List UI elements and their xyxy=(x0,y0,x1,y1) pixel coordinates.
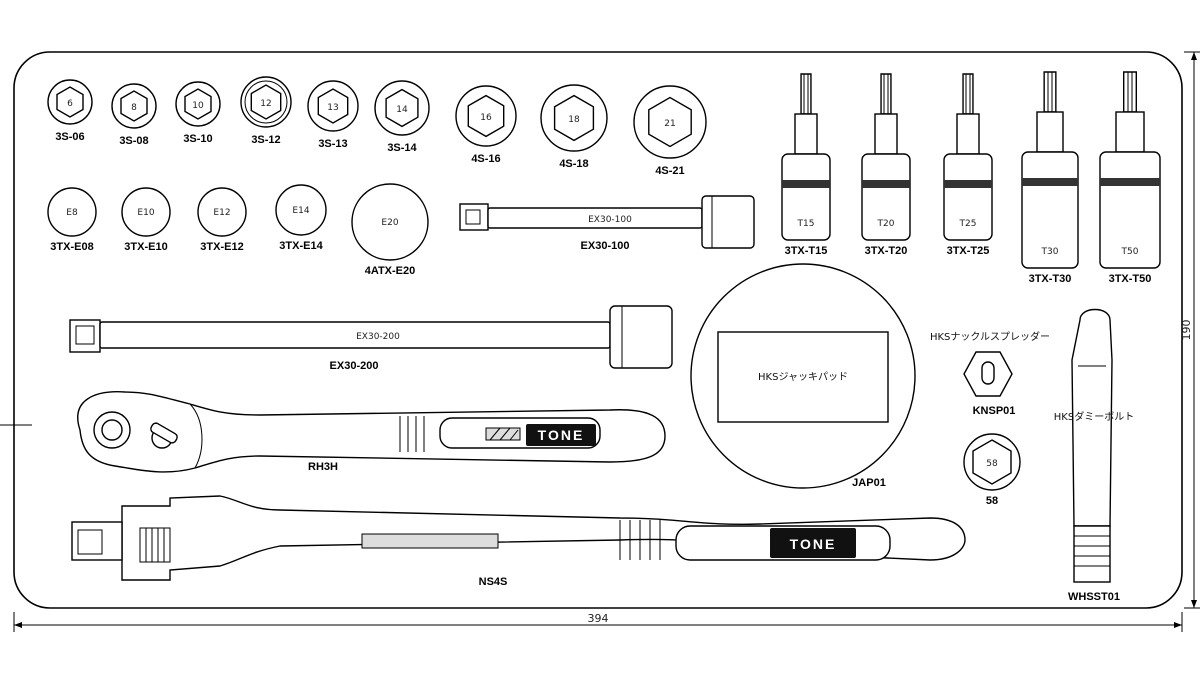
socket-size: E8 xyxy=(66,208,78,218)
torx-bit-t20: T20 3TX-T20 xyxy=(861,73,911,257)
socket-size: 8 xyxy=(131,103,137,113)
ex30-100-label: EX30-100 xyxy=(581,240,630,252)
torx-label: 3TX-T50 xyxy=(1109,273,1152,285)
socket-label: 3TX-E08 xyxy=(50,241,93,253)
socket-row-3s: 6 3S-06 8 3S-08 10 3S-10 12 3S-12 13 3S-13 14 3S-14… xyxy=(47,76,707,177)
socket-size: 6 xyxy=(67,99,73,109)
socket-label: 3S-13 xyxy=(318,138,347,150)
socket-4s-21: 21 4S-21 xyxy=(633,85,707,177)
jack-pad-name: HKSジャッキパッド xyxy=(758,371,848,383)
socket-label: 3S-10 xyxy=(183,133,212,145)
ex30-200-engraving: EX30-200 xyxy=(356,332,400,342)
socket-3tx-e10: E10 3TX-E10 xyxy=(121,187,171,253)
socket-size: 14 xyxy=(396,105,408,115)
socket-label: 4S-18 xyxy=(559,158,588,170)
height-dimension-label: 190 xyxy=(1180,320,1193,341)
torx-bit-row: T15 3TX-T15 T20 3TX-T20 T25 3TX-T25 T30 3TX-T30… xyxy=(781,71,1161,285)
socket-58-label: 58 xyxy=(986,495,998,507)
socket-label: 3S-12 xyxy=(251,134,280,146)
height-dimension: 190 xyxy=(1180,51,1200,609)
socket-4atx-e20: E20 4ATX-E20 xyxy=(351,183,429,277)
socket-3tx-e14: E14 3TX-E14 xyxy=(275,184,327,252)
socket-row-e: E83TX-E08E103TX-E10E123TX-E12E143TX-E14E… xyxy=(47,183,429,277)
knuckle-spreader-knsp01: HKSナックルスプレッダー KNSP01 xyxy=(930,330,1050,417)
extension-ex30-200: EX30-200 EX30-200 xyxy=(69,305,673,372)
socket-3s-14: 14 3S-14 xyxy=(374,80,430,154)
socket-size: 16 xyxy=(480,113,492,123)
whsst01-label: WHSST01 xyxy=(1068,591,1120,603)
socket-size: 12 xyxy=(260,99,271,109)
knsp01-label: KNSP01 xyxy=(973,405,1016,417)
extension-ex30-100: EX30-100 EX30-100 xyxy=(459,195,755,252)
socket-3s-10: 10 3S-10 xyxy=(175,81,221,145)
torx-bit-t30: T30 3TX-T30 xyxy=(1021,71,1079,285)
ex30-100-engraving: EX30-100 xyxy=(588,215,632,225)
socket-4s-18: 18 4S-18 xyxy=(540,84,608,170)
torx-label: 3TX-T25 xyxy=(947,245,990,257)
socket-3tx-e08: E8 3TX-E08 xyxy=(47,187,97,253)
torx-label: 3TX-T20 xyxy=(865,245,908,257)
torx-size: T15 xyxy=(797,219,815,229)
torx-size: T50 xyxy=(1121,247,1139,257)
socket-3s-12: 12 3S-12 xyxy=(240,76,292,146)
rh3h-brand-logo: TONE xyxy=(538,427,585,443)
breaker-bar-ns4s: TONE NS4S xyxy=(71,495,966,588)
socket-size: E10 xyxy=(137,208,154,218)
torx-size: T25 xyxy=(959,219,977,229)
socket-size: E12 xyxy=(213,208,230,218)
torx-bit-t15: T15 3TX-T15 xyxy=(781,73,831,257)
ns4s-label: NS4S xyxy=(479,576,508,588)
socket-4s-16: 16 4S-16 xyxy=(455,85,517,165)
knuckle-spreader-name: HKSナックルスプレッダー xyxy=(930,330,1050,343)
socket-label: 4ATX-E20 xyxy=(365,265,416,277)
socket-size: E14 xyxy=(292,206,309,216)
socket-label: 3TX-E12 xyxy=(200,241,243,253)
socket-size: E20 xyxy=(381,218,398,228)
socket-size: 13 xyxy=(327,103,338,113)
socket-size: 10 xyxy=(192,101,204,111)
torx-label: 3TX-T15 xyxy=(785,245,828,257)
socket-size: 18 xyxy=(568,115,580,125)
socket-label: 4S-16 xyxy=(471,153,500,165)
socket-58-size: 58 xyxy=(986,459,998,469)
ratchet-rh3h: TONE RH3H xyxy=(77,391,666,473)
dummy-bolt-name: HKSダミーボルト xyxy=(1054,410,1134,423)
socket-3s-08: 8 3S-08 xyxy=(111,83,157,147)
width-dimension-label: 394 xyxy=(588,612,609,625)
tray-outline xyxy=(13,51,1183,609)
socket-label: 4S-21 xyxy=(655,165,684,177)
jack-pad-jap01: HKSジャッキパッド JAP01 xyxy=(690,263,916,489)
torx-size: T20 xyxy=(877,219,895,229)
socket-3tx-e12: E12 3TX-E12 xyxy=(197,187,247,253)
width-dimension: 394 xyxy=(13,612,1183,632)
torx-bit-t25: T25 3TX-T25 xyxy=(943,73,993,257)
socket-58: 58 58 xyxy=(963,433,1021,507)
socket-label: 3S-06 xyxy=(55,131,84,143)
socket-3s-13: 13 3S-13 xyxy=(307,80,359,150)
torx-label: 3TX-T30 xyxy=(1029,273,1072,285)
socket-3s-06: 6 3S-06 xyxy=(47,79,93,143)
socket-label: 3S-14 xyxy=(387,142,417,154)
socket-label: 3TX-E10 xyxy=(124,241,167,253)
socket-label: 3TX-E14 xyxy=(279,240,323,252)
socket-size: 21 xyxy=(664,119,675,129)
socket-label: 3S-08 xyxy=(119,135,148,147)
jap01-label: JAP01 xyxy=(852,477,886,489)
dummy-bolt-whsst01: HKSダミーボルト WHSST01 xyxy=(1054,308,1134,603)
ex30-200-label: EX30-200 xyxy=(330,360,379,372)
torx-size: T30 xyxy=(1041,247,1059,257)
rh3h-label: RH3H xyxy=(308,461,338,473)
torx-bit-t50: T50 3TX-T50 xyxy=(1099,71,1161,285)
ns4s-brand-logo: TONE xyxy=(790,536,837,552)
